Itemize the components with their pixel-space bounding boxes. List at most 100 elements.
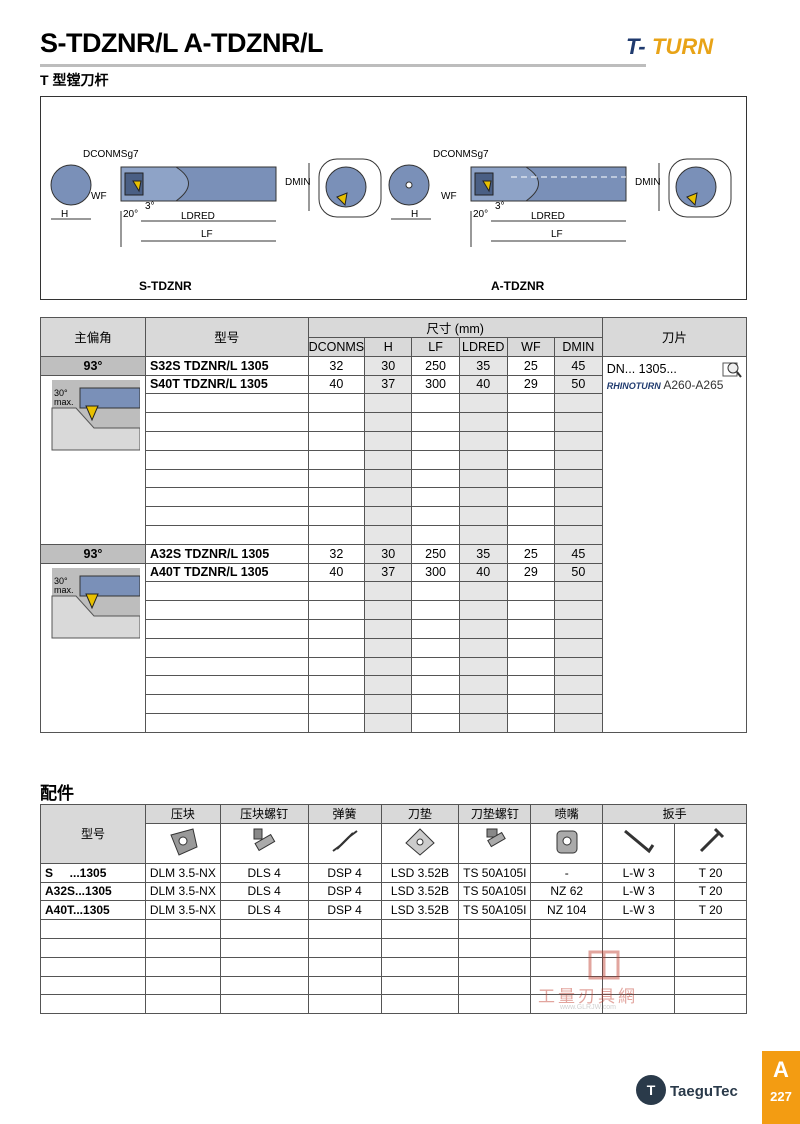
s-tdznr-label: S-TDZNR — [139, 279, 192, 293]
ldred-label-right: LDRED — [531, 211, 565, 222]
acc-row: A40T...1305 DLM 3.5-NX DLS 4 DSP 4 LSD 3… — [40, 900, 747, 921]
spring-icon — [307, 822, 382, 864]
lf-label-right: LF — [551, 229, 563, 240]
rhinoturn-logo: RHINOTURN — [606, 380, 661, 391]
acc-header-shim-screw: 刀垫螺钉 — [458, 804, 532, 824]
acc-cell: DLM 3.5-NX — [144, 862, 221, 883]
accessories-table: 型号 压块 压块螺钉 弹簧 刀垫 刀垫螺钉 喷嘴 扳手 S ...1305 DL… — [40, 804, 747, 1015]
insert-code: DN... 1305... — [606, 361, 677, 376]
title-rule — [40, 64, 646, 67]
table-row-empty — [41, 506, 747, 526]
acc-header-model: 型号 — [40, 804, 146, 864]
header-angle: 主偏角 — [40, 317, 146, 357]
acc-header-clamp: 压块 — [144, 804, 221, 824]
table-row-empty — [41, 412, 747, 432]
acc-header-nozzle: 喷嘴 — [530, 804, 604, 824]
acc-row-model: A40T...1305 — [40, 900, 146, 921]
svg-text:max.: max. — [54, 585, 74, 595]
acc-header-spring: 弹簧 — [307, 804, 382, 824]
header-size: 尺寸 (mm) — [307, 317, 603, 338]
header-model: 型号 — [144, 317, 309, 357]
dmin-label-left: DMIN — [285, 177, 311, 188]
acc-cell: L-W 3 — [602, 900, 676, 921]
taegutec-logo-icon: T — [636, 1075, 666, 1105]
header-insert: 刀片 — [601, 317, 748, 357]
acc-cell: TS 50A105I — [458, 881, 532, 902]
acc-cell: LSD 3.52B — [380, 900, 460, 921]
acc-row: S ...1305 DLM 3.5-NX DLS 4 DSP 4 LSD 3.5… — [40, 862, 747, 883]
table-row-empty — [41, 600, 747, 620]
cell-lf: 250 — [411, 355, 460, 376]
section-letter: A — [773, 1057, 789, 1082]
acc-cell: - — [530, 862, 604, 883]
col-h: H — [364, 337, 413, 357]
cell-wf: 29 — [506, 562, 556, 583]
col-dconms: DCONMS — [307, 337, 366, 357]
product-table: 主偏角 型号 尺寸 (mm) 刀片 DCONMS H LF LDRED WF D… — [40, 317, 748, 733]
taegutec-logo: T TaeguTec — [636, 1075, 754, 1109]
ldred-label-left: LDRED — [181, 211, 215, 222]
dmin-label-right: DMIN — [635, 177, 661, 188]
cell-dmin: 50 — [554, 562, 603, 583]
cell-lf: 250 — [411, 543, 460, 564]
acc-cell: DSP 4 — [307, 881, 382, 902]
acc-cell: DLS 4 — [219, 862, 309, 883]
cell-h: 37 — [364, 374, 413, 395]
svg-text:TURN: TURN — [652, 34, 714, 59]
magnifier-icon[interactable] — [722, 360, 742, 378]
boring-operation-icon: 30° max. — [51, 379, 141, 451]
angle3-label-right: 3° — [495, 201, 505, 212]
table-row-empty — [41, 656, 747, 677]
cell-ldred: 40 — [458, 374, 508, 395]
acc-cell: T 20 — [674, 900, 747, 921]
svg-text:30°: 30° — [54, 576, 68, 586]
cell-dconms: 40 — [307, 562, 366, 583]
cell-dconms: 32 — [307, 355, 366, 376]
acc-cell: LSD 3.52B — [380, 881, 460, 902]
acc-row-model: A32S...1305 — [40, 881, 146, 902]
t-turn-logo: T- TURN — [626, 34, 714, 59]
cell-ldred: 40 — [458, 562, 508, 583]
cell-wf: 25 — [506, 355, 556, 376]
cell-h: 37 — [364, 562, 413, 583]
group1-image: 30° max. — [40, 375, 146, 545]
hex-key-icon — [602, 822, 676, 864]
cell-ldred: 35 — [458, 355, 508, 376]
watermark-text: 工量刃具網 — [538, 987, 638, 1007]
table-row-model: S40T TDZNR/L 1305 — [144, 374, 309, 395]
tool-drawing — [50, 158, 732, 247]
watermark: 工量刃具網 www.GLRJW.com — [538, 948, 678, 1014]
h-label-right: H — [411, 209, 419, 220]
acc-cell: T 20 — [674, 881, 747, 902]
table-row-empty — [41, 694, 747, 714]
page-number: 227 — [770, 1089, 792, 1104]
acc-row-empty — [40, 994, 747, 1015]
cell-dmin: 45 — [554, 355, 603, 376]
insert-pages[interactable]: A260-A265 — [663, 377, 724, 392]
acc-header-shim: 刀垫 — [380, 804, 460, 824]
acc-cell: DSP 4 — [307, 862, 382, 883]
col-wf: WF — [506, 337, 556, 357]
acc-cell: DLM 3.5-NX — [144, 900, 221, 921]
wf-label-left: WF — [91, 191, 107, 202]
tool-diagram: DCONMSg7 DMIN WF H 20° 3° LDRED LF DCONM… — [40, 96, 747, 300]
angle3-label-left: 3° — [145, 201, 155, 212]
cell-lf: 300 — [411, 562, 460, 583]
page-title: S-TDZNR/L A-TDZNR/L — [40, 28, 323, 58]
acc-cell: L-W 3 — [602, 881, 676, 902]
table-row-model: A32S TDZNR/L 1305 — [144, 543, 309, 564]
clamp-icon — [144, 822, 221, 864]
wf-label-right: WF — [441, 191, 457, 202]
table-row-empty — [41, 430, 747, 451]
acc-cell: NZ 62 — [530, 881, 604, 902]
table-row-empty — [41, 487, 747, 508]
cell-dconms: 40 — [307, 374, 366, 395]
cell-ldred: 35 — [458, 543, 508, 564]
group1-angle: 93° — [40, 355, 146, 376]
acc-cell: DLS 4 — [219, 900, 309, 921]
col-dmin: DMIN — [554, 337, 603, 357]
acc-cell: T 20 — [674, 862, 747, 883]
watermark-url: www.GLRJW.com — [560, 1004, 617, 1011]
table-row-empty — [41, 712, 747, 733]
table-row-empty — [41, 393, 747, 414]
